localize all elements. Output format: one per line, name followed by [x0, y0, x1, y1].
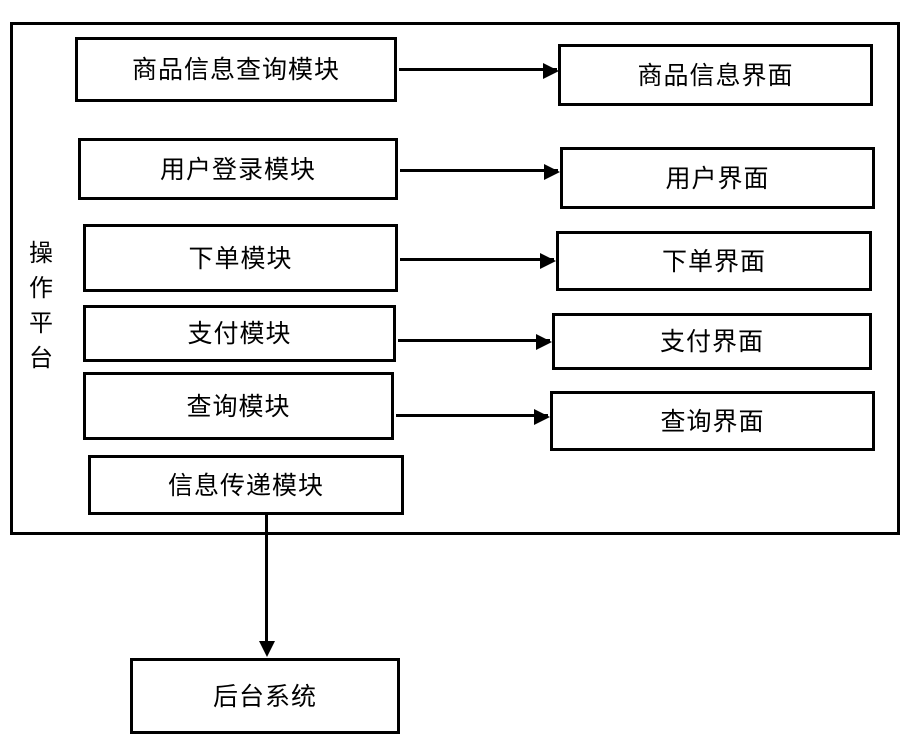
interface-product-info[interactable]: 商品信息界面 [558, 44, 873, 106]
interface-product-info-label: 商品信息界面 [637, 60, 794, 90]
module-query-label: 查询模块 [186, 391, 291, 421]
interface-place-order-label: 下单界面 [661, 246, 766, 276]
module-product-info-query-label: 商品信息查询模块 [131, 55, 340, 84]
interface-query[interactable]: 查询界面 [550, 391, 875, 451]
module-payment[interactable]: 支付模块 [83, 305, 396, 362]
interface-query-label: 查询界面 [660, 406, 765, 436]
arrow-info-transfer-to-backend [259, 515, 275, 657]
module-place-order[interactable]: 下单模块 [83, 224, 398, 292]
arrow-place-order-to-interface [400, 253, 556, 269]
platform-caption-char-4: 台 [29, 343, 53, 372]
platform-caption-char-1: 操 [29, 239, 53, 268]
module-info-transfer[interactable]: 信息传递模块 [88, 455, 404, 515]
node-backend-system-label: 后台系统 [212, 681, 317, 711]
interface-place-order[interactable]: 下单界面 [556, 231, 872, 291]
platform-caption-char-2: 作 [29, 274, 53, 303]
interface-user-label: 用户界面 [665, 163, 770, 193]
arrow-payment-to-interface [398, 334, 552, 350]
platform-frame [10, 22, 900, 535]
module-user-login-label: 用户登录模块 [159, 154, 316, 184]
interface-user[interactable]: 用户界面 [560, 147, 875, 209]
module-user-login[interactable]: 用户登录模块 [78, 138, 398, 200]
node-backend-system[interactable]: 后台系统 [130, 658, 400, 734]
module-payment-label: 支付模块 [187, 319, 292, 348]
arrow-query-to-interface [396, 409, 550, 425]
interface-payment[interactable]: 支付界面 [552, 313, 872, 370]
module-info-transfer-label: 信息传递模块 [167, 470, 324, 500]
arrow-product-info-query-to-interface [399, 63, 559, 79]
platform-caption: 操 作 平 台 [24, 222, 58, 390]
interface-payment-label: 支付界面 [659, 327, 764, 356]
module-product-info-query[interactable]: 商品信息查询模块 [75, 37, 397, 102]
arrow-user-login-to-interface [400, 164, 560, 180]
platform-caption-char-3: 平 [29, 309, 53, 337]
module-query[interactable]: 查询模块 [83, 372, 394, 440]
module-place-order-label: 下单模块 [188, 243, 293, 273]
